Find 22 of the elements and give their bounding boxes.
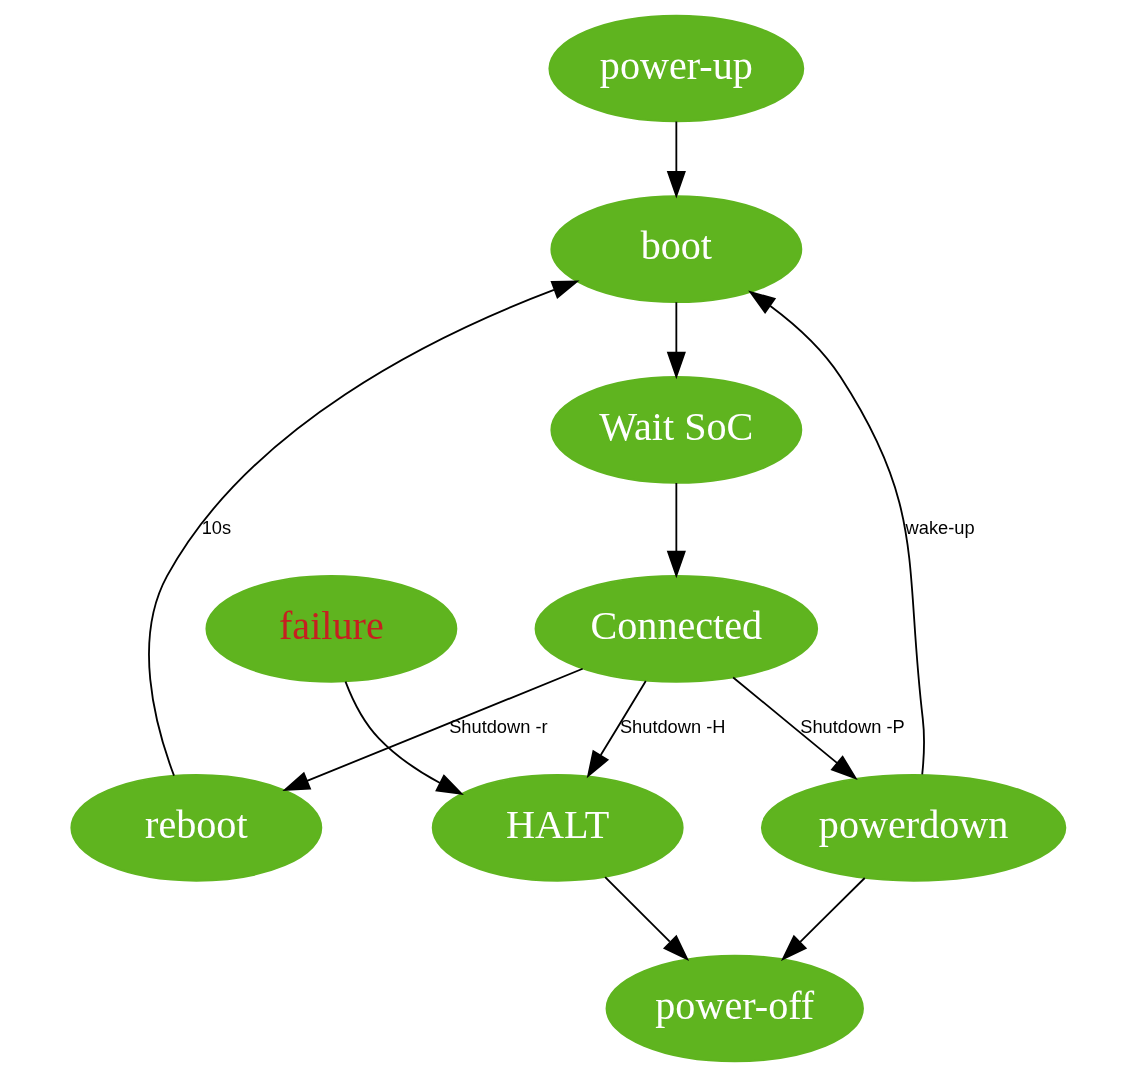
arrow bbox=[666, 482, 686, 579]
node-ellipse: Wait SoC bbox=[550, 376, 803, 484]
edge-label: Shutdown -P bbox=[800, 715, 905, 737]
arrow bbox=[781, 877, 866, 961]
node-ellipse: power-off bbox=[605, 954, 864, 1063]
arrow bbox=[666, 301, 686, 380]
arrow bbox=[586, 680, 647, 779]
edge-label: wake-up bbox=[905, 516, 975, 538]
arrow bbox=[732, 676, 858, 780]
node-ellipse: Connected bbox=[534, 575, 819, 683]
node-ellipse: failure bbox=[205, 575, 458, 683]
edge-label: Shutdown -H bbox=[619, 715, 726, 737]
arrow bbox=[604, 876, 690, 962]
arrow bbox=[748, 290, 925, 776]
arrow bbox=[148, 280, 580, 777]
arrow bbox=[344, 680, 464, 795]
edge-label: Shutdown -r bbox=[449, 715, 548, 737]
edge-label: 10s bbox=[201, 516, 232, 538]
arrow bbox=[282, 667, 584, 791]
node-ellipse: power-up bbox=[548, 14, 805, 123]
arrow bbox=[666, 120, 686, 199]
node-ellipse: powerdown bbox=[760, 773, 1067, 882]
